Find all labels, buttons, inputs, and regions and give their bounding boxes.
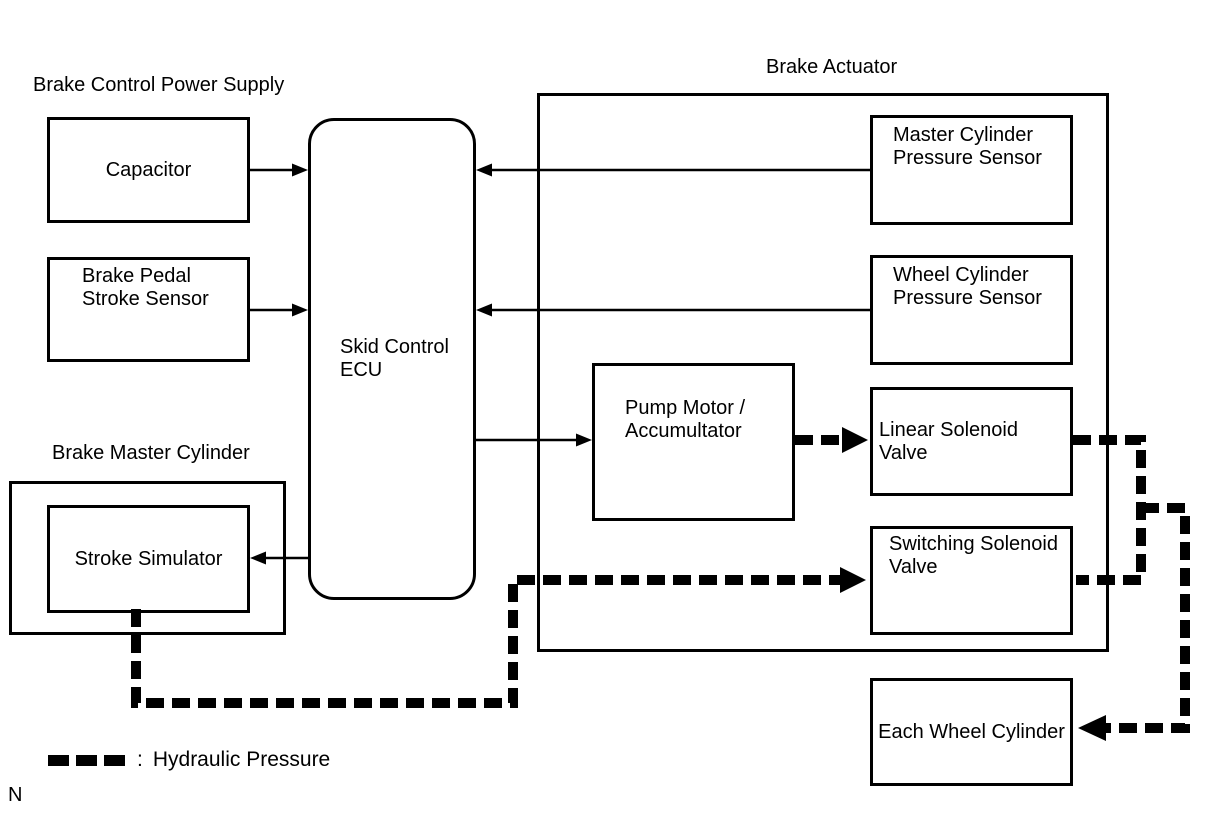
legend-separator: : (137, 748, 143, 771)
arrow-wc-pressure-to-ecu-arrowhead (476, 303, 492, 317)
box-switching-solenoid-valve: Switching Solenoid Valve (870, 526, 1073, 635)
legend-dash-icon (104, 754, 125, 766)
box-capacitor-label: Capacitor (105, 158, 192, 181)
label-brake-master-cylinder: Brake Master Cylinder (52, 442, 250, 464)
label-brake-control-power-supply: Brake Control Power Supply (33, 74, 285, 96)
box-master-cylinder-pressure-sensor-label: Master Cylinder Pressure Sensor (893, 124, 1042, 169)
box-pump-motor-accumultator-label: Pump Motor / Accumultator (625, 397, 746, 442)
box-stroke-simulator-label: Stroke Simulator (74, 547, 223, 570)
legend-dash-icon (76, 754, 97, 766)
box-skid-control-ecu-label: Skid Control ECU (340, 336, 449, 381)
hydraulic-junction-to-each-wheel-cylinder (1104, 503, 1190, 733)
box-each-wheel-cylinder: Each Wheel Cylinder (870, 678, 1073, 786)
box-master-cylinder-pressure-sensor: Master Cylinder Pressure Sensor (870, 115, 1073, 225)
box-pump-motor-accumultator: Pump Motor / Accumultator (592, 363, 795, 521)
box-brake-pedal-stroke-sensor: Brake Pedal Stroke Sensor (47, 257, 250, 362)
legend-hydraulic-pressure: : Hydraulic Pressure (48, 746, 330, 774)
box-capacitor: Capacitor (47, 117, 250, 223)
footnote-n: N (8, 784, 23, 806)
box-each-wheel-cylinder-label: Each Wheel Cylinder (878, 720, 1065, 743)
box-wheel-cylinder-pressure-sensor: Wheel Cylinder Pressure Sensor (870, 255, 1073, 365)
box-linear-solenoid-valve-label: Linear Solenoid Valve (879, 418, 1018, 464)
hydraulic-to-each-wheel-cylinder-arrowhead (1078, 715, 1106, 741)
box-linear-solenoid-valve: Linear Solenoid Valve (870, 387, 1073, 496)
arrow-mc-pressure-to-ecu-arrowhead (476, 163, 492, 177)
box-switching-solenoid-valve-label: Switching Solenoid Valve (889, 533, 1058, 578)
label-brake-actuator: Brake Actuator (766, 56, 898, 78)
arrow-capacitor-to-ecu-arrowhead (292, 163, 308, 177)
box-wheel-cylinder-pressure-sensor-label: Wheel Cylinder Pressure Sensor (893, 264, 1042, 309)
legend-dash-icon (48, 754, 69, 766)
box-brake-pedal-stroke-sensor-label: Brake Pedal Stroke Sensor (82, 265, 209, 310)
box-skid-control-ecu: Skid Control ECU (308, 118, 476, 600)
box-stroke-simulator: Stroke Simulator (47, 505, 250, 613)
arrow-brake-pedal-to-ecu-arrowhead (292, 303, 308, 317)
legend-label: Hydraulic Pressure (152, 748, 331, 771)
